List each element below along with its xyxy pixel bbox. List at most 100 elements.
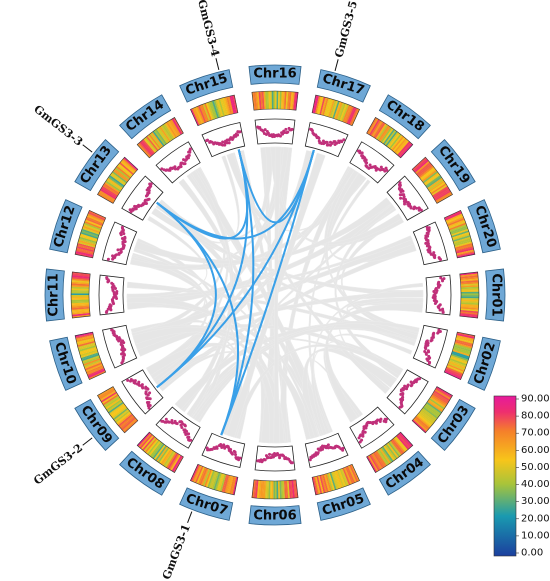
scatter-point	[374, 168, 378, 172]
scatter-point	[119, 250, 123, 254]
heat-slice	[81, 228, 100, 237]
scatter-point	[105, 276, 109, 280]
scatter-point	[145, 396, 149, 400]
heat-slice	[122, 418, 137, 432]
scatter-point	[357, 436, 361, 440]
scatter-point	[309, 455, 313, 459]
heat-slice	[71, 284, 90, 288]
heat-slice	[320, 97, 328, 116]
scatter-point	[187, 438, 191, 442]
heat-slice	[376, 449, 389, 466]
scatter-point	[399, 196, 403, 200]
scatter-point	[122, 232, 126, 236]
heat-slice	[82, 225, 101, 234]
heat-slice	[229, 476, 235, 495]
scatter-point	[368, 163, 372, 167]
scatter-point	[110, 281, 114, 285]
heat-slice	[76, 336, 95, 343]
heat-slice	[155, 128, 168, 145]
scatter-point	[110, 328, 114, 332]
heat-slice	[156, 446, 169, 462]
heat-slice	[459, 313, 479, 317]
heat-slice	[110, 405, 127, 418]
heat-slice	[98, 387, 115, 399]
heat-slice	[157, 447, 170, 463]
heat-slice	[232, 95, 239, 114]
heat-slice	[450, 353, 469, 362]
heat-slice	[425, 403, 442, 416]
heat-slice	[387, 132, 401, 149]
heat-slice	[76, 247, 95, 254]
heat-slice	[428, 179, 444, 191]
heat-slice	[256, 480, 260, 499]
heat-slice	[423, 405, 440, 418]
scatter-point	[160, 167, 164, 171]
heat-slice	[197, 467, 207, 485]
heat-slice	[140, 435, 154, 450]
heat-slice	[152, 130, 165, 147]
heat-track-border	[443, 210, 476, 259]
scatter-point	[173, 419, 177, 423]
heat-slice	[85, 217, 103, 227]
scatter-point	[222, 443, 226, 447]
density-tracks	[70, 90, 480, 500]
heat-slice	[319, 96, 326, 115]
scatter-point	[137, 380, 141, 384]
scatter-point	[441, 279, 445, 283]
heat-slice	[116, 412, 132, 426]
scatter-point	[234, 453, 238, 457]
heat-slice	[219, 98, 227, 116]
heat-slice	[413, 418, 428, 432]
heat-slice	[199, 467, 208, 486]
heat-slice	[420, 168, 437, 181]
heat-slice	[434, 190, 451, 201]
heat-slice	[279, 480, 282, 499]
heat-slice	[213, 472, 221, 491]
heat-slice	[218, 98, 225, 117]
heat-slice	[164, 122, 176, 139]
heat-slice	[84, 220, 102, 229]
scatter-point	[271, 453, 275, 457]
heat-slice	[224, 475, 231, 494]
heat-slice	[232, 476, 238, 495]
heat-slice	[335, 102, 343, 120]
heat-slice	[117, 413, 133, 427]
heat-slice	[394, 436, 408, 451]
heat-slice	[98, 191, 115, 203]
heat-slice	[71, 296, 90, 299]
heat-slice	[255, 480, 259, 499]
heat-slice	[454, 239, 472, 247]
heat-slice	[71, 309, 90, 314]
heat-slice	[349, 108, 359, 126]
heat-slice	[111, 170, 128, 184]
heat-slice	[424, 404, 441, 417]
scatter-point	[147, 406, 151, 410]
scatter-point	[129, 377, 133, 381]
heat-slice	[276, 91, 279, 110]
heat-slice	[78, 239, 96, 247]
heat-slice	[448, 222, 467, 231]
chr-box	[485, 268, 506, 322]
heat-slice	[460, 275, 479, 279]
heat-slice	[275, 91, 277, 110]
heat-slice	[435, 191, 452, 203]
heat-slice	[86, 216, 104, 225]
scatter-track-frame	[386, 175, 429, 221]
heat-slice	[78, 238, 97, 245]
background-link	[126, 295, 287, 444]
heat-slice	[386, 131, 400, 148]
scatter-point	[399, 392, 403, 396]
heat-slice	[105, 180, 122, 192]
scatter-point	[433, 302, 437, 306]
heat-slice	[455, 339, 474, 346]
heat-slice	[341, 104, 350, 122]
scatter-point	[426, 234, 430, 238]
chr-box	[430, 139, 476, 192]
heat-slice	[80, 230, 99, 238]
heat-slice	[102, 184, 119, 196]
heat-slice	[108, 402, 125, 415]
chr-box	[467, 336, 501, 391]
heat-track-border	[97, 156, 139, 204]
scatter-point	[427, 350, 431, 354]
heat-slice	[114, 167, 131, 180]
